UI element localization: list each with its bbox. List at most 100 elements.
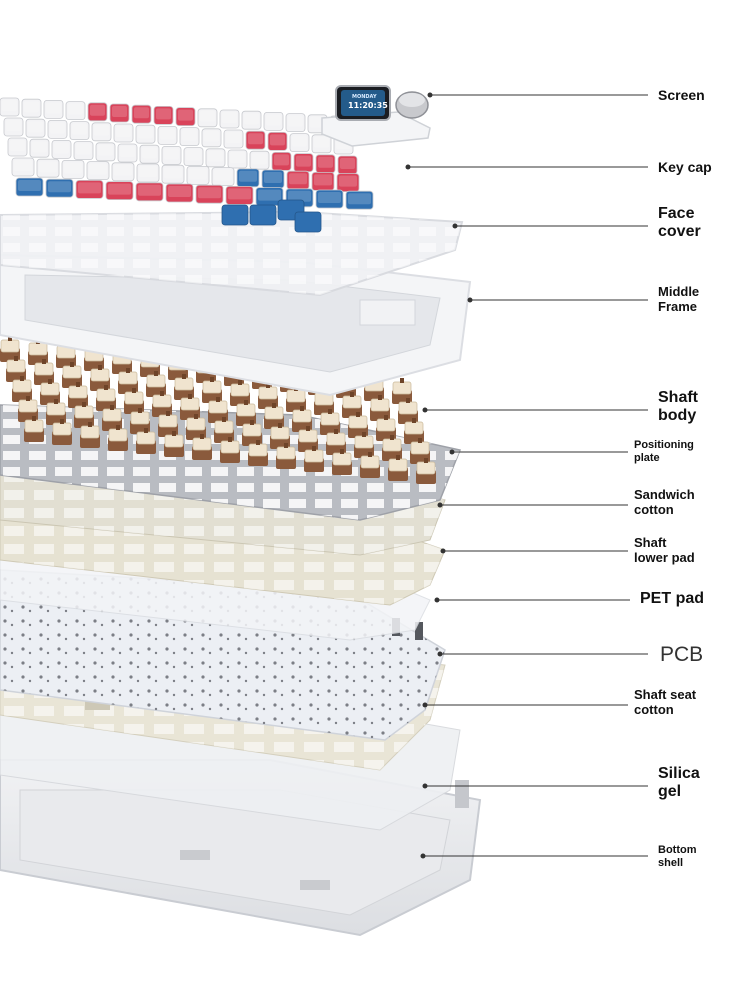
keycap (175, 107, 196, 126)
keycap (186, 165, 210, 185)
leader-dot (405, 164, 411, 170)
keycap (117, 143, 138, 163)
keycap (157, 126, 178, 145)
keycap (165, 183, 194, 203)
keycap (267, 131, 288, 151)
keycap (69, 121, 90, 140)
switch-body (304, 446, 324, 472)
keycap (153, 106, 174, 125)
keycap (86, 161, 110, 181)
keycap (43, 100, 64, 119)
layer-face-cover (0, 210, 464, 297)
keycap (7, 137, 28, 157)
switch-body (248, 440, 268, 466)
leader-dot (434, 597, 440, 603)
keycap (336, 173, 360, 193)
leader-lines (405, 92, 648, 859)
keycap (183, 147, 204, 167)
keycap (293, 153, 314, 173)
keycap (263, 112, 284, 131)
leader-dot (427, 92, 433, 98)
switch-body (388, 455, 408, 481)
keycap (45, 178, 74, 198)
keycap (47, 120, 68, 139)
layer-middle-frame (0, 253, 472, 397)
keycap (91, 122, 112, 142)
leader-dot (422, 702, 428, 708)
keycap (219, 109, 240, 129)
keycap (111, 162, 135, 182)
keycap (61, 159, 85, 179)
label-pcb: PCB (660, 643, 704, 666)
keycap (109, 103, 130, 123)
keycap (113, 123, 134, 143)
switch-body (332, 449, 352, 475)
keycap (15, 177, 44, 197)
switch-body (220, 437, 240, 463)
keycap (3, 117, 24, 137)
leader-dot (440, 548, 446, 554)
keycap (255, 187, 284, 207)
switch-body (416, 458, 436, 484)
keycap (195, 184, 224, 204)
switch-body (360, 452, 380, 478)
label-screen: Screen (658, 87, 705, 103)
switch-body (192, 434, 212, 460)
keycap (139, 144, 160, 164)
keycap (73, 141, 94, 161)
keycap (105, 181, 134, 201)
keycap (21, 98, 42, 118)
leader-dot (467, 297, 473, 303)
keycap (75, 179, 104, 199)
label-keycap: Key cap (658, 159, 712, 175)
switch-body (370, 395, 390, 421)
keycap (211, 167, 235, 187)
switch-body (354, 432, 374, 458)
switch-body (180, 394, 200, 420)
keycap (51, 139, 72, 159)
keycap (161, 145, 182, 165)
keycap (315, 154, 336, 174)
keycap (65, 101, 86, 120)
switch-body (136, 428, 156, 454)
keycap (311, 171, 335, 191)
leader-dot (422, 407, 428, 413)
switch-body (52, 419, 72, 445)
keycap (29, 138, 50, 158)
keycap (261, 169, 285, 189)
keycap (227, 149, 248, 169)
switch-body (164, 431, 184, 457)
keycap (221, 204, 249, 226)
keycap (197, 108, 218, 128)
switch-body (80, 422, 100, 448)
switch-body (108, 425, 128, 451)
screen-day-text: MONDAY (352, 94, 377, 100)
keycap (87, 102, 108, 122)
keycap (161, 164, 185, 184)
switch-body (392, 378, 412, 404)
keycap (285, 113, 306, 132)
keycap (179, 127, 200, 146)
keycap (205, 148, 226, 168)
layer-shaft-body (0, 336, 436, 484)
keycap (223, 129, 244, 149)
keycap (131, 104, 152, 124)
keycap (241, 110, 262, 130)
leader-dot (422, 783, 428, 789)
switch-body (24, 416, 44, 442)
label-pet-pad: PET pad (640, 590, 705, 607)
screen-module: MONDAY 11:20:35 (321, 85, 431, 147)
keycap (11, 157, 35, 177)
leader-dot (437, 502, 443, 508)
switch-body (0, 336, 20, 362)
layer-keycaps (0, 97, 374, 233)
keycap (236, 168, 260, 188)
leader-dot (437, 651, 443, 657)
